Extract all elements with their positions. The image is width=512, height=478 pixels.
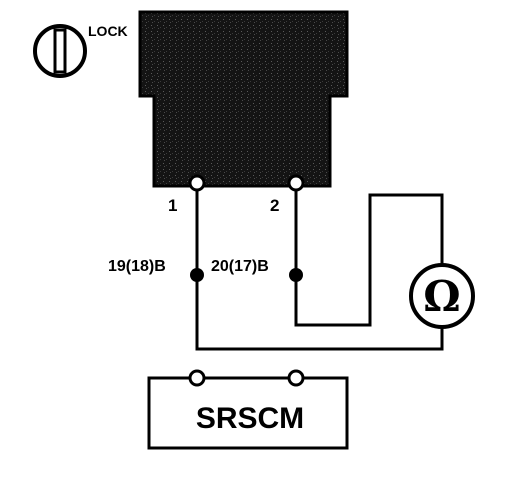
srscm-terminal-left xyxy=(188,369,206,387)
ignition-key-icon xyxy=(33,24,87,78)
srscm-module-box xyxy=(147,376,349,450)
wire-label-right: 20(17)B xyxy=(211,258,269,275)
wire-ohmmeter-to-pin1 xyxy=(195,323,444,351)
splice-dot-right xyxy=(289,268,303,282)
ignition-switch-body xyxy=(138,10,349,188)
pin-1-label: 1 xyxy=(168,196,177,215)
wire-pin2-to-ohmmeter xyxy=(294,193,444,327)
wire-label-left: 19(18)B xyxy=(108,258,166,275)
ohmmeter-icon: Ω xyxy=(409,263,475,329)
srscm-terminal-right xyxy=(287,369,305,387)
ohm-symbol: Ω xyxy=(423,272,460,321)
terminal-2 xyxy=(287,174,305,192)
terminal-1 xyxy=(188,174,206,192)
lock-label: LOCK xyxy=(88,23,128,39)
srscm-label: SRSCM xyxy=(196,402,304,435)
wiring xyxy=(195,184,444,351)
splice-dot-left xyxy=(190,268,204,282)
pin-2-label: 2 xyxy=(270,196,279,215)
